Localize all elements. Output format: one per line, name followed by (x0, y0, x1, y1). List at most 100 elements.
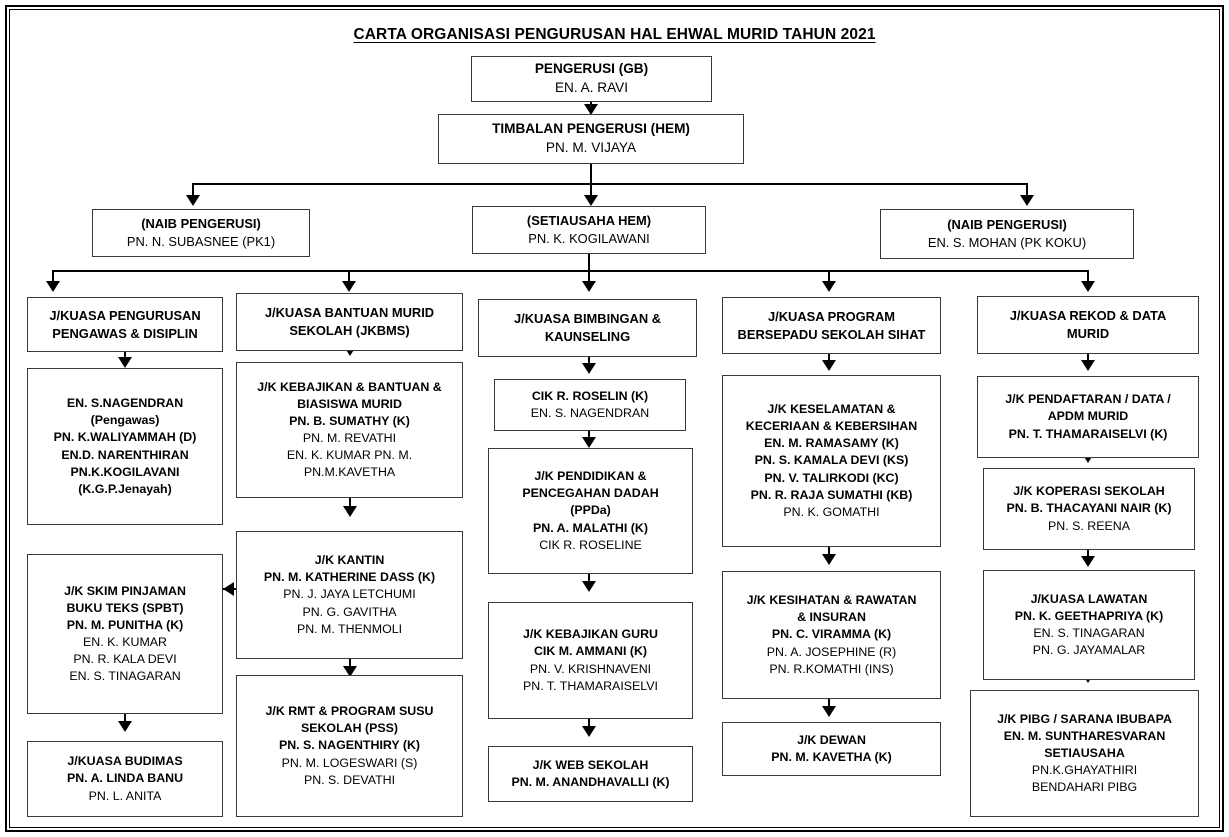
col1-head: J/KUASA PENGURUSAN PENGAWAS & DISIPLIN (27, 297, 223, 352)
col1-head-line1: J/KUASA PENGURUSAN (49, 307, 201, 323)
col3-b1-l2: EN. S. NAGENDRAN (530, 406, 650, 420)
col4-box-keselamatan: J/K KESELAMATAN & KECERIAAN & KEBERSIHAN… (722, 375, 941, 547)
col3-b3-l4: PN. T. THAMARAISELVI (523, 678, 658, 693)
col5-b4-l4: PN.K.GHAYATHIRI (1031, 763, 1138, 778)
col1-b2-l2: BUKU TEKS (SPBT) (66, 600, 184, 615)
box-pengerusi: PENGERUSI (GB) EN. A. RAVI (471, 56, 712, 102)
col1-box-budimas: J/KUASA BUDIMAS PN. A. LINDA BANU PN. L.… (27, 741, 223, 817)
arrow-pengerusi-timbalan (584, 104, 598, 115)
col1-b1-l5: PN.K.KOGILAVANI (70, 464, 180, 479)
arrow-col2 (342, 281, 356, 292)
col5-b3-l2: PN. K. GEETHAPRIYA (K) (1014, 608, 1164, 623)
arrow-cross-link-spbt (223, 582, 234, 596)
col4-arrow-2 (822, 554, 836, 565)
col3-box-ppda: J/K PENDIDIKAN & PENCEGAHAN DADAH (PPDa)… (488, 448, 693, 574)
col4-b1-l5: PN. V. TALIRKODI (KC) (764, 470, 899, 485)
col1-b3-l2: PN. A. LINDA BANU (66, 771, 184, 786)
col5-b2-l1: J/K KOPERASI SEKOLAH (1013, 484, 1165, 499)
connector-col1-drop (52, 270, 54, 285)
col5-head-line1: J/KUASA REKOD & DATA (1009, 308, 1167, 324)
page-border-inner (9, 9, 1220, 828)
col5-b1-l3: PN. T. THAMARAISELVI (K) (1008, 426, 1168, 441)
col2-b1-l4: PN. M. REVATHI (302, 431, 397, 445)
col5-b1-l1: J/K PENDAFTARAN / DATA / (1005, 392, 1171, 407)
page-title: CARTA ORGANISASI PENGURUSAN HAL EHWAL MU… (353, 26, 876, 43)
col1-box-pengawas: EN. S.NAGENDRAN (Pengawas) PN. K.WALIYAM… (27, 368, 223, 525)
arrow-col1 (46, 281, 60, 292)
col2-b3-l2: SEKOLAH (PSS) (300, 721, 399, 736)
col5-head-line2: MURID (1066, 326, 1110, 341)
col1-b2-l6: EN. S. TINAGARAN (69, 669, 181, 684)
col3-box-web-sekolah: J/K WEB SEKOLAH PN. M. ANANDHAVALLI (K) (488, 746, 693, 802)
col2-b3-l5: PN. S. DEVATHI (303, 772, 396, 787)
col4-box-kesihatan: J/K KESIHATAN & RAWATAN & INSURAN PN. C.… (722, 571, 941, 699)
page-border-outer (5, 5, 1224, 832)
col2-box-kebajikan-biasiswa: J/K KEBAJIKAN & BANTUAN & BIASISWA MURID… (236, 362, 463, 498)
col1-b1-l3: PN. K.WALIYAMMAH (D) (53, 430, 197, 445)
col2-box-rmt-pss: J/K RMT & PROGRAM SUSU SEKOLAH (PSS) PN.… (236, 675, 463, 817)
col1-arrow-1 (118, 357, 132, 368)
col5-arrow-3 (1081, 556, 1095, 567)
col3-b2-l4: PN. A. MALATHI (K) (533, 520, 648, 535)
col3-b3-l2: CIK M. AMMANI (K) (533, 644, 648, 659)
connector-timbalan-stem (590, 164, 592, 183)
col3-head-line1: J/KUASA BIMBINGAN & (513, 311, 662, 327)
col2-b3-l4: PN. M. LOGESWARI (S) (281, 755, 418, 770)
col2-b1-l5: EN. K. KUMAR PN. M. (286, 448, 413, 463)
col5-b4-l5: BENDAHARI PIBG (1031, 780, 1138, 795)
col2-box-kantin: J/K KANTIN PN. M. KATHERINE DASS (K) PN.… (236, 531, 463, 659)
col5-b2-l3: PN. S. REENA (1048, 518, 1130, 533)
col2-arrow-2 (343, 506, 357, 517)
connector-col5-drop (1087, 270, 1089, 285)
col2-b1-l6: PN.M.KAVETHA (303, 465, 396, 480)
col4-box-dewan: J/K DEWAN PN. M. KAVETHA (K) (722, 722, 941, 776)
connector-hem-stem (588, 254, 590, 270)
col1-b2-l5: PN. R. KALA DEVI (73, 652, 177, 667)
col1-box-spbt: J/K SKIM PINJAMAN BUKU TEKS (SPBT) PN. M… (27, 554, 223, 714)
col1-b2-l4: EN. K. KUMAR (83, 635, 167, 649)
col3-arrow-1 (582, 363, 596, 374)
col3-b4-l1: J/K WEB SEKOLAH (532, 757, 649, 772)
col2-b1-l2: BIASISWA MURID (297, 396, 402, 411)
col2-head: J/KUASA BANTUAN MURID SEKOLAH (JKBMS) (236, 293, 463, 351)
col5-b4-l3: SETIAUSAHA (1044, 745, 1125, 760)
connector-level2-left-drop (192, 183, 194, 200)
col3-box-kebajikan-guru: J/K KEBAJIKAN GURU CIK M. AMMANI (K) PN.… (488, 602, 693, 719)
setiausaha-hem-role: (SETIAUSAHA HEM) (526, 213, 652, 229)
connector-col3-drop (588, 270, 590, 285)
pengerusi-role: PENGERUSI (GB) (534, 61, 649, 77)
col3-b2-l1: J/K PENDIDIKAN & (534, 469, 647, 484)
arrow-level2-mid (584, 195, 598, 206)
col1-b1-l4: EN.D. NARENTHIRAN (61, 447, 189, 462)
col1-b3-l3: PN. L. ANITA (88, 788, 162, 803)
col3-b2-l3: (PPDa) (570, 503, 611, 518)
arrow-col3 (582, 281, 596, 292)
col4-b2-l4: PN. A. JOSEPHINE (R) (766, 644, 897, 659)
timbalan-name: PN. M. VIJAYA (545, 140, 637, 155)
col5-b3-l3: EN. S. TINAGARAN (1033, 626, 1145, 640)
pengerusi-name: EN. A. RAVI (554, 80, 629, 95)
col4-b2-l5: PN. R.KOMATHI (INS) (769, 661, 894, 676)
col2-b2-l2: PN. M. KATHERINE DASS (K) (263, 570, 436, 585)
col4-b1-l2: KECERIAAN & KEBERSIHAN (745, 419, 918, 434)
connector-col2-drop (348, 270, 350, 285)
col3-arrow-2 (582, 437, 596, 448)
col5-head: J/KUASA REKOD & DATA MURID (977, 296, 1199, 354)
col2-b1-l3: PN. B. SUMATHY (K) (289, 413, 410, 428)
naib-pengerusi-pk1-role: (NAIB PENGERUSI) (141, 216, 261, 232)
col2-b3-l3: PN. S. NAGENTHIRY (K) (278, 738, 421, 753)
col1-b3-l1: J/KUASA BUDIMAS (67, 754, 183, 769)
col1-b1-l1: EN. S.NAGENDRAN (66, 396, 184, 411)
box-setiausaha-hem: (SETIAUSAHA HEM) PN. K. KOGILAWANI (472, 206, 706, 254)
col1-b1-l6: (K.G.P.Jenayah) (78, 481, 172, 496)
col5-box-lawatan: J/KUASA LAWATAN PN. K. GEETHAPRIYA (K) E… (983, 570, 1195, 680)
connector-level2-right-drop (1026, 183, 1028, 200)
naib-pengerusi-koku-role: (NAIB PENGERUSI) (947, 217, 1067, 233)
col3-head: J/KUASA BIMBINGAN & KAUNSELING (478, 299, 697, 357)
col1-b2-l3: PN. M. PUNITHA (K) (66, 617, 184, 632)
col2-b2-l1: J/K KANTIN (314, 553, 385, 568)
col5-box-pendaftaran-apdm: J/K PENDAFTARAN / DATA / APDM MURID PN. … (977, 376, 1199, 458)
col4-b2-l1: J/K KESIHATAN & RAWATAN (746, 593, 917, 608)
arrow-col5 (1081, 281, 1095, 292)
